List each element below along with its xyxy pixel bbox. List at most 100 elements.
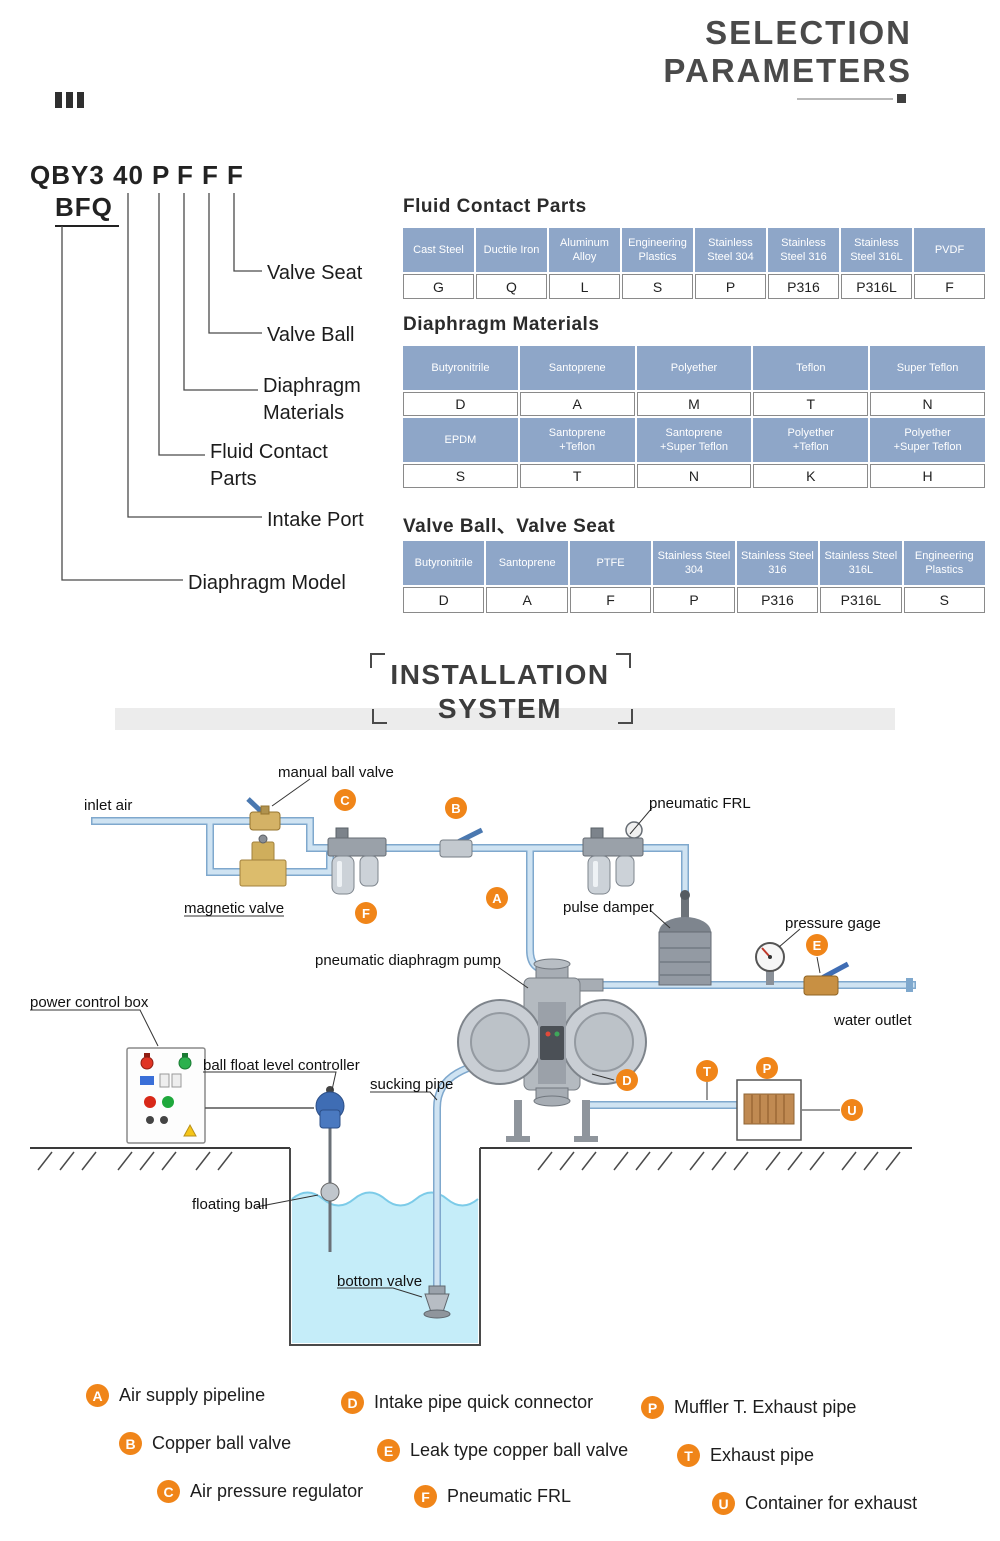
header-cell: Santoprene <box>519 346 635 390</box>
legend-label-p: Muffler T. Exhaust pipe <box>674 1397 857 1417</box>
label-diaphragm-model: Diaphragm Model <box>188 572 346 594</box>
title-band <box>115 708 895 730</box>
code-cell: P316 <box>768 274 839 299</box>
diagram-label-power-control-box: power control box <box>30 994 149 1011</box>
marker-d: D <box>616 1069 638 1091</box>
model-code-size: 40 <box>113 160 144 190</box>
diagram-label-pulse-damper: pulse damper <box>563 899 654 916</box>
diagram-label-water-outlet: water outlet <box>834 1012 912 1029</box>
legend-label-b: Copper ball valve <box>152 1433 292 1453</box>
header-cell: EPDM <box>403 418 518 462</box>
air-regulator-frl-graphic <box>327 827 387 895</box>
header-cell: Ductile Iron <box>476 228 547 272</box>
code-cell: T <box>519 464 635 488</box>
valve-ball-seat-title: Valve Ball、Valve Seat <box>403 516 616 537</box>
legend-label-t: Exhaust pipe <box>710 1445 815 1465</box>
marker-e: E <box>806 934 828 956</box>
header-cell: Cast Steel <box>403 228 474 272</box>
fluid-contact-parts-title: Fluid Contact Parts <box>403 196 587 217</box>
bottom-valve-graphic <box>423 1285 451 1319</box>
header-cell: Stainless Steel 316L <box>820 541 902 585</box>
page-title-line1: SELECTION <box>705 14 912 51</box>
legend-item-p: P Muffler T. Exhaust pipe <box>641 1396 856 1419</box>
header-cell: Stainless Steel 304 <box>653 541 735 585</box>
bracket-top-right-icon <box>616 653 631 668</box>
magnetic-valve-graphic <box>239 834 287 887</box>
header-cell: Super Teflon <box>870 346 985 390</box>
underline-square-icon <box>897 94 906 103</box>
code-cell: T <box>753 392 869 416</box>
header-cell: PTFE <box>569 541 652 585</box>
legend-marker-f: F <box>414 1485 437 1508</box>
legend-item-e: E Leak type copper ball valve <box>377 1439 628 1462</box>
diagram-label-pressure-gage: pressure gage <box>785 915 881 932</box>
legend-marker-c: C <box>157 1480 180 1503</box>
installation-title-line1: INSTALLATION <box>390 659 610 690</box>
model-code-valve: F <box>227 160 244 190</box>
code-cell: P316L <box>841 274 912 299</box>
valve-ball-seat-table: Butyronitrile Santoprene PTFE Stainless … <box>403 541 985 613</box>
bracket-top-left-icon <box>370 653 385 668</box>
label-leaders <box>30 778 840 1298</box>
code-cell: P316L <box>820 587 902 613</box>
marker-a: A <box>486 887 508 909</box>
header-cell: Engineering Plastics <box>903 541 985 585</box>
model-code-family: QBY3 <box>30 160 105 190</box>
legend-marker-t: T <box>677 1444 700 1467</box>
code-cell: S <box>903 587 985 613</box>
model-code-fluid-parts: F <box>177 160 194 190</box>
diaphragm-pump-graphic <box>457 958 647 1142</box>
header-cell: Polyether <box>636 346 752 390</box>
marker-b: B <box>445 797 467 819</box>
copper-ball-valve-graphic <box>439 827 484 858</box>
label-valve-seat: Valve Seat <box>267 262 363 284</box>
header-cell: Butyronitrile <box>403 541 485 585</box>
tank-walls <box>289 1148 481 1346</box>
header-cell: Stainless Steel 316 <box>768 228 839 272</box>
marker-t: T <box>696 1060 718 1082</box>
legend-marker-a: A <box>86 1384 109 1407</box>
fluid-contact-parts-table: Cast Steel Ductile Iron Aluminum Alloy E… <box>403 228 985 299</box>
model-code-connectors <box>61 193 262 581</box>
diagram-label-pneumatic-frl: pneumatic FRL <box>649 795 751 812</box>
legend-marker-u: U <box>712 1492 735 1515</box>
header-cell: Polyether +Teflon <box>753 418 869 462</box>
marker-c: C <box>334 789 356 811</box>
leak-copper-ball-valve-graphic <box>803 961 850 996</box>
code-cell: N <box>870 392 985 416</box>
code-cell: A <box>486 587 568 613</box>
legend-item-f: F Pneumatic FRL <box>414 1485 571 1508</box>
legend-item-t: T Exhaust pipe <box>677 1444 814 1467</box>
diagram-label-sucking-pipe: sucking pipe <box>370 1076 454 1093</box>
legend-marker-p: P <box>641 1396 664 1419</box>
corner-bars-icon <box>55 92 84 108</box>
code-cell: A <box>519 392 635 416</box>
header-cell: Santoprene <box>486 541 568 585</box>
header-cell: Teflon <box>753 346 869 390</box>
bracket-bottom-left-icon <box>372 709 387 724</box>
underline-line <box>797 97 893 100</box>
model-code-diaphragm: F <box>202 160 219 190</box>
label-valve-ball: Valve Ball <box>267 324 355 346</box>
code-cell: K <box>753 464 869 488</box>
header-cell: Stainless Steel 316L <box>841 228 912 272</box>
code-cell: S <box>403 464 518 488</box>
exhaust-container-graphic <box>736 1079 802 1141</box>
diagram-label-magnetic-valve: magnetic valve <box>184 900 285 917</box>
diagram-label-manual-ball-valve: manual ball valve <box>278 764 394 781</box>
legend-item-c: C Air pressure regulator <box>157 1480 363 1503</box>
title-underline <box>797 94 906 103</box>
marker-u: U <box>841 1099 863 1121</box>
installation-diagram <box>30 778 916 1346</box>
ground-hatching <box>37 1151 901 1171</box>
marker-p: P <box>756 1057 778 1079</box>
pneumatic-frl-graphic <box>582 821 644 895</box>
header-cell: Stainless Steel 316 <box>736 541 819 585</box>
pulse-damper-graphic <box>658 890 712 986</box>
code-cell: M <box>636 392 752 416</box>
code-cell: F <box>914 274 985 299</box>
pressure-gauge-graphic <box>755 942 785 985</box>
manual-ball-valve-graphic <box>246 797 281 831</box>
